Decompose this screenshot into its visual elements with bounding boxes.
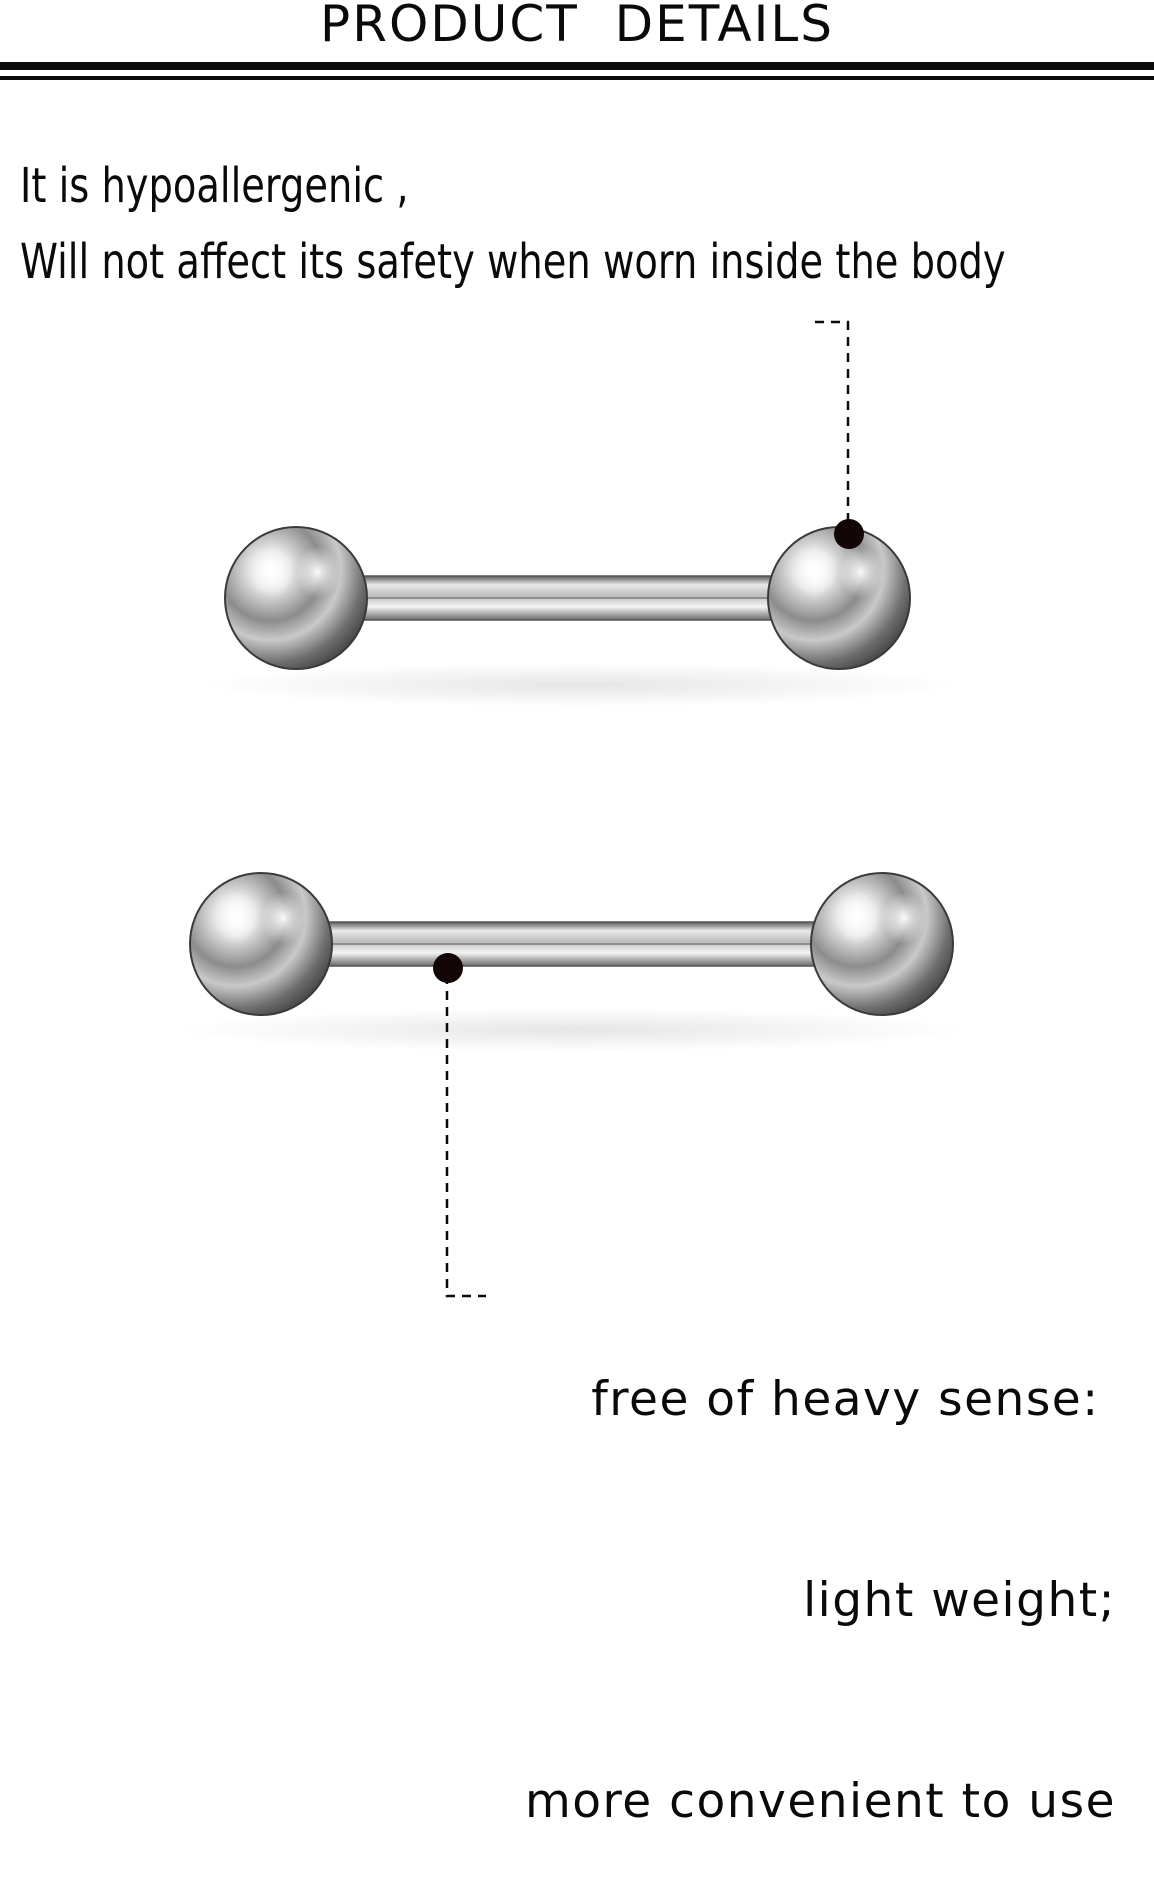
barbell-bottom xyxy=(177,872,967,1052)
barbell-top-left-ball-highlight xyxy=(250,546,294,598)
barbell-bottom-right-ball-highlight-2 xyxy=(882,892,926,944)
barbell-bottom-right-ball xyxy=(810,872,954,1016)
barbell-top xyxy=(200,526,960,707)
header-divider-thin xyxy=(0,76,1154,80)
callout-top-leader xyxy=(815,320,850,530)
barbell-top-right-ball xyxy=(767,526,911,670)
feature-line-1: free of heavy sense: xyxy=(591,1372,1116,1427)
barbell-bottom-left-ball-highlight xyxy=(215,892,259,944)
barbell-bottom-right-ball-highlight xyxy=(836,892,880,944)
barbell-top-left-ball xyxy=(224,526,368,670)
barbell-top-shadow xyxy=(200,663,960,707)
barbell-bottom-left-ball xyxy=(189,872,333,1016)
callout-bottom-marker xyxy=(433,953,463,983)
barbell-top-right-ball-highlight xyxy=(793,546,837,598)
barbell-top-left-ball-highlight-2 xyxy=(296,546,340,598)
feature-line-2: light weight; xyxy=(803,1573,1116,1628)
callout-top xyxy=(815,320,864,549)
callout-bottom xyxy=(433,953,486,1298)
barbell-top-right-ball-highlight-2 xyxy=(839,546,883,598)
page-title: PRODUCT DETAILS xyxy=(320,0,834,53)
callout-top-marker xyxy=(834,519,864,549)
feature-line-3: more convenient to use xyxy=(524,1774,1116,1829)
barbell-bottom-shadow xyxy=(177,1008,967,1052)
callout-bottom-leader xyxy=(445,975,486,1298)
lightweight-description: free of heavy sense: light weight; more … xyxy=(525,1232,1116,1902)
hypoallergenic-description: It is hypoallergenic , Will not affect i… xyxy=(20,148,1006,300)
barbell-bottom-left-ball-highlight-2 xyxy=(261,892,305,944)
barbell-illustration xyxy=(177,320,967,1298)
header-divider-thick xyxy=(0,62,1154,70)
intro-line-1: It is hypoallergenic , xyxy=(20,158,409,214)
intro-line-2: Will not affect its safety when worn ins… xyxy=(20,234,1006,290)
